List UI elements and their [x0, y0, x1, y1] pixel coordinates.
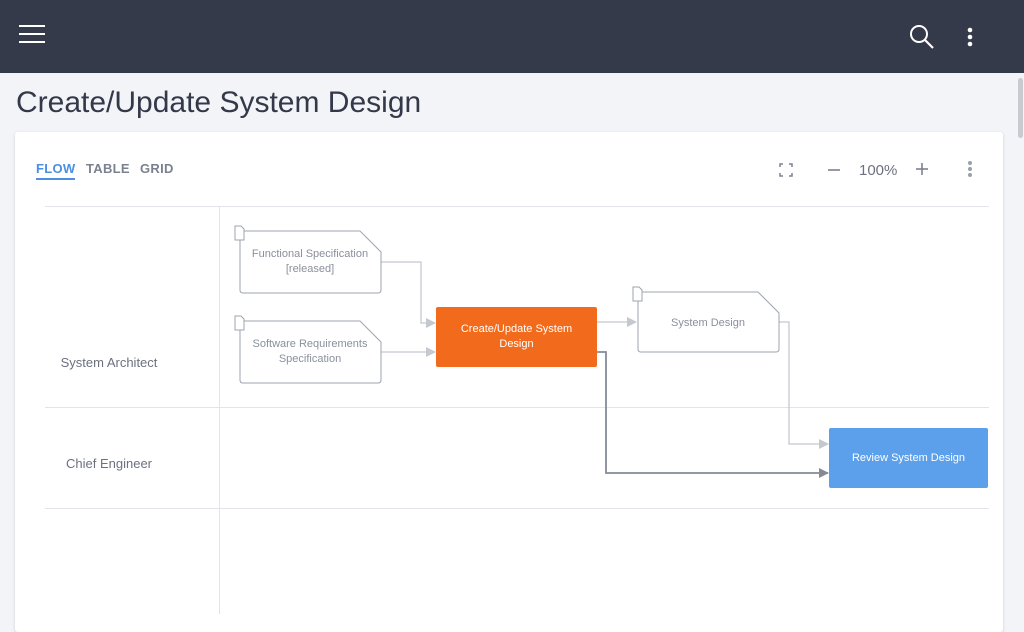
app-header [0, 0, 1024, 73]
kebab-menu-icon[interactable] [960, 24, 980, 50]
connector-systemdesign-to-review [778, 321, 829, 449]
document-label: Software Requirements Specification [252, 338, 368, 365]
zoom-in-button[interactable] [913, 160, 931, 178]
tab-grid[interactable]: GRID [140, 161, 174, 176]
document-node-software-requirements[interactable] [233, 315, 385, 387]
task-label: Create/Update System Design [460, 323, 573, 350]
document-node-system-design[interactable] [631, 286, 783, 358]
task-label: Review System Design [851, 451, 966, 464]
scrollbar-thumb[interactable] [1018, 78, 1023, 138]
document-icon [234, 225, 245, 241]
page-scrollbar[interactable] [1016, 73, 1024, 614]
flow-card [15, 132, 1003, 632]
hamburger-icon[interactable] [14, 20, 50, 48]
task-node-review-system-design[interactable]: Review System Design [829, 428, 988, 488]
document-node-functional-spec[interactable] [233, 225, 385, 297]
search-icon[interactable] [906, 22, 938, 52]
tab-flow[interactable]: FLOW [36, 161, 76, 180]
lane-divider [45, 407, 989, 408]
lane-divider [45, 206, 989, 207]
document-icon [234, 315, 245, 331]
document-icon [632, 286, 643, 302]
tab-table[interactable]: TABLE [86, 161, 130, 176]
fullscreen-icon[interactable] [777, 161, 795, 179]
plus-icon [916, 163, 928, 175]
minus-icon [828, 169, 840, 171]
flow-connectors [381, 261, 829, 478]
lane-label-chief-engineer: Chief Engineer [66, 456, 152, 471]
zoom-level: 100% [859, 162, 898, 179]
zoom-out-button[interactable] [825, 161, 843, 179]
document-label: Functional Specification [released] [251, 248, 369, 275]
kebab-menu-icon[interactable] [962, 158, 978, 180]
lane-label-system-architect: System Architect [60, 355, 158, 370]
page-title: Create/Update System Design [16, 86, 422, 119]
task-node-create-update-system-design[interactable]: Create/Update System Design [436, 307, 597, 367]
lane-divider [45, 508, 989, 509]
connector-create-to-review [597, 351, 829, 478]
lane-header-divider [219, 206, 220, 614]
document-label: System Design [671, 316, 745, 329]
connector-functional-to-create [381, 261, 436, 328]
